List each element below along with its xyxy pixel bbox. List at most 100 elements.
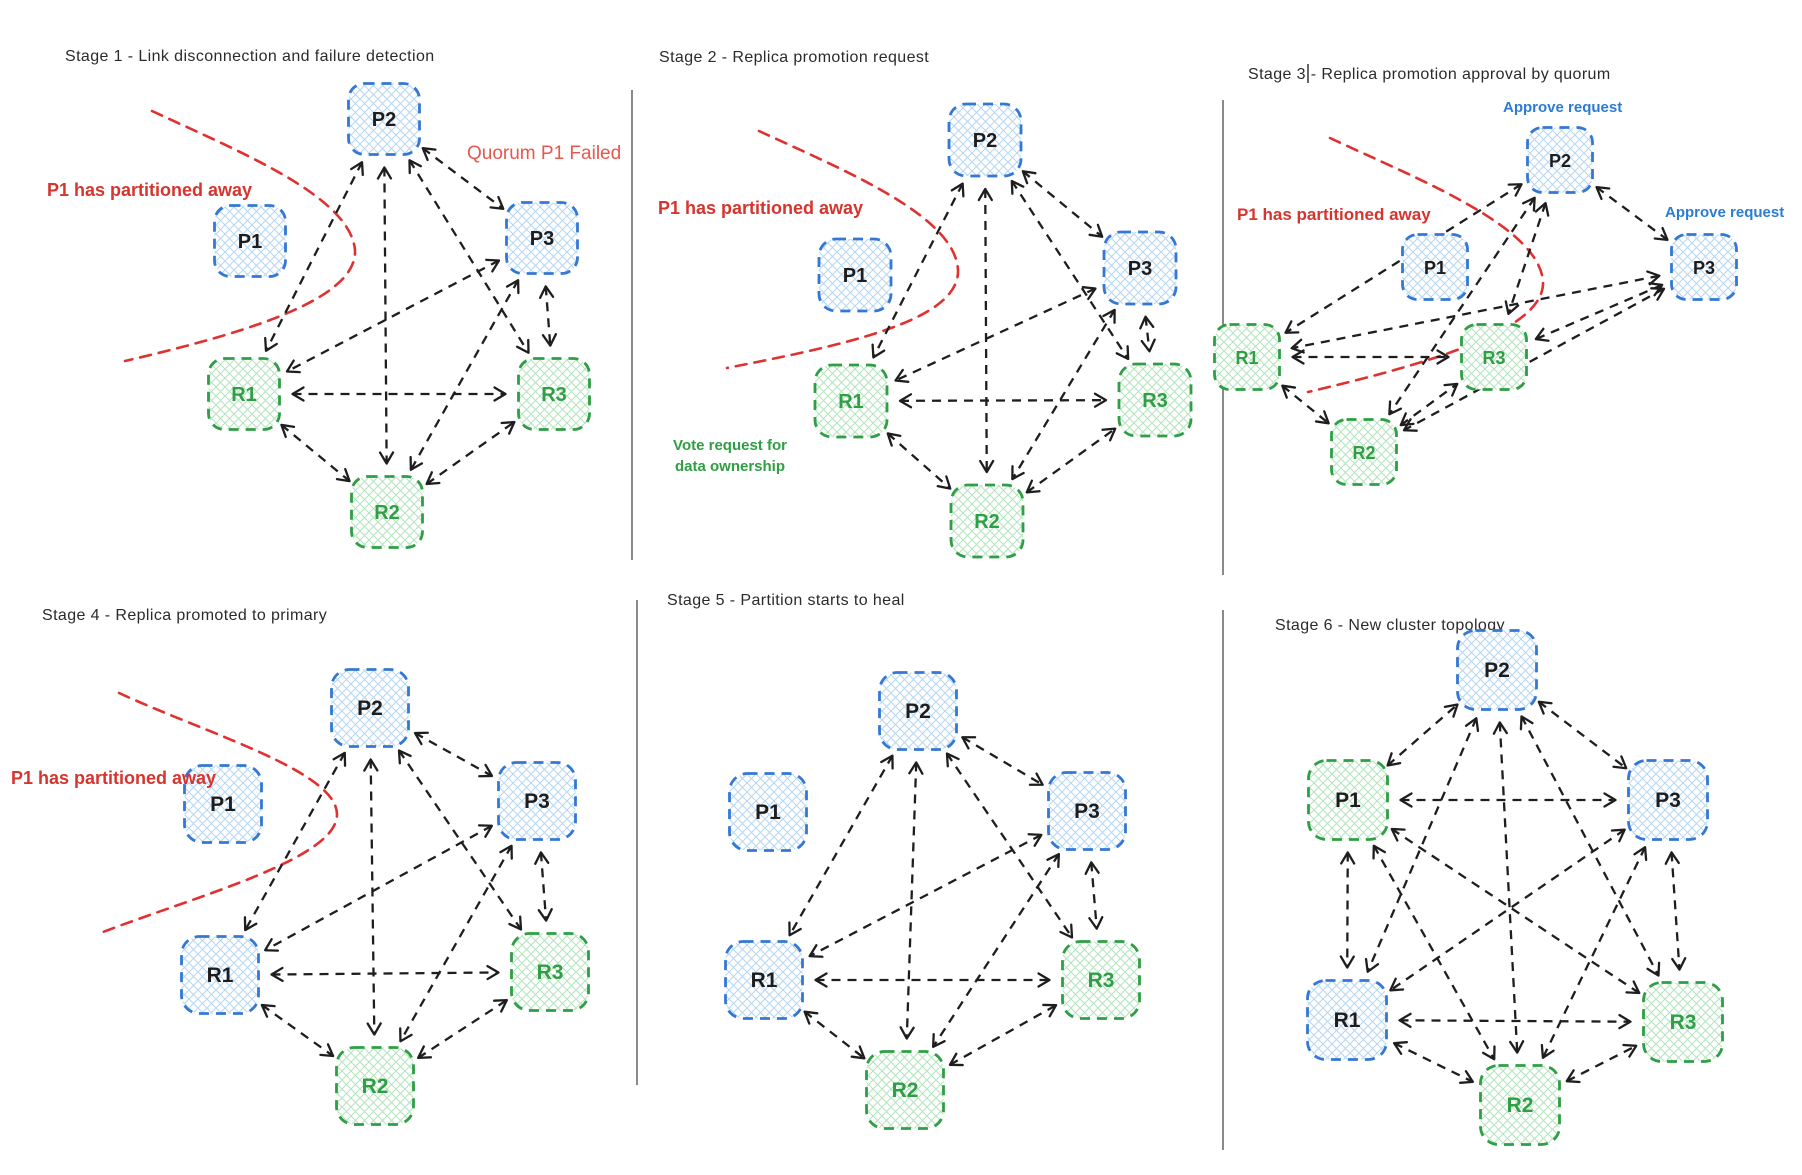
edge-R2-R3 xyxy=(1399,382,1459,427)
node-P1: P1 xyxy=(1307,759,1389,841)
panel-stage-1: Stage 1 - Link disconnection and failure… xyxy=(47,48,621,549)
edge-P2-P3 xyxy=(1595,185,1669,242)
node-P1: P1 xyxy=(183,764,263,844)
node-P2: P2 xyxy=(347,82,421,156)
edge-P2-R3 xyxy=(1504,201,1550,316)
node-box xyxy=(1213,323,1281,391)
node-label: P1 xyxy=(843,265,867,287)
node-label: R1 xyxy=(751,969,778,992)
node-label: P3 xyxy=(524,790,550,813)
node-label: R3 xyxy=(1142,390,1168,412)
edge-P2-P3 xyxy=(1537,700,1628,770)
edge-R1-R2 xyxy=(1392,1041,1475,1084)
node-R1: R1 xyxy=(180,935,260,1015)
node-box xyxy=(347,82,421,156)
stage-title: Stage 2 - Replica promotion request xyxy=(659,49,929,66)
node-P1: P1 xyxy=(1401,233,1469,301)
node-R3: R3 xyxy=(1642,981,1724,1063)
edge-R1-R2 xyxy=(1281,384,1330,425)
node-box xyxy=(183,764,263,844)
panel-stage-5: Stage 5 - Partition starts to healP1P2P3… xyxy=(667,592,1141,1130)
annotation-partition: P1 has partitioned away xyxy=(658,198,863,218)
edge-P3-R2 xyxy=(1402,287,1666,432)
node-label: R1 xyxy=(1334,1009,1361,1032)
node-label: P3 xyxy=(530,228,554,250)
edge-P2-R1 xyxy=(264,161,364,352)
edge-R2-R3 xyxy=(1025,427,1117,494)
node-box xyxy=(1117,362,1193,438)
edge-R1-R2 xyxy=(260,1003,335,1058)
node-box xyxy=(1061,940,1141,1020)
node-R1: R1 xyxy=(813,363,889,439)
node-R2: R2 xyxy=(350,475,424,549)
node-label: P1 xyxy=(755,801,781,824)
edge-P3-R1 xyxy=(894,286,1097,383)
edge-P3-R2 xyxy=(931,852,1061,1049)
edge-P2-R2 xyxy=(899,761,924,1040)
node-box xyxy=(1627,759,1709,841)
node-label: R2 xyxy=(974,511,1000,533)
node-R2: R2 xyxy=(1479,1064,1561,1146)
node-label: R3 xyxy=(1088,969,1115,992)
edge-P3-R3 xyxy=(538,285,558,347)
edge-P2-R1 xyxy=(871,182,965,359)
node-box xyxy=(724,940,804,1020)
node-box xyxy=(865,1050,945,1130)
node-P3: P3 xyxy=(1102,230,1178,306)
edge-P1-R2 xyxy=(1372,844,1496,1061)
edge-P2-R3 xyxy=(408,159,530,354)
node-box xyxy=(1401,233,1469,301)
edge-P3-R3 xyxy=(1084,861,1104,930)
stage-title: Stage 5 - Partition starts to heal xyxy=(667,592,905,609)
node-P3: P3 xyxy=(1670,233,1738,301)
node-R2: R2 xyxy=(1330,418,1398,486)
node-label: R2 xyxy=(1352,443,1375,463)
node-label: R2 xyxy=(362,1075,389,1098)
node-R3: R3 xyxy=(517,357,591,431)
edge-P2-R3 xyxy=(945,752,1074,939)
annotation-partition: P1 has partitioned away xyxy=(11,768,216,788)
node-R2: R2 xyxy=(865,1050,945,1130)
node-label: R3 xyxy=(1482,348,1505,368)
edge-R2-R3 xyxy=(425,420,516,486)
node-R1: R1 xyxy=(724,940,804,1020)
annotation-partition: P1 has partitioned away xyxy=(1237,205,1431,224)
node-label: R2 xyxy=(374,502,400,524)
edge-P3-R3 xyxy=(1664,851,1687,971)
annotation-quorum: Quorum P1 Failed xyxy=(467,143,621,164)
edge-R1-R3 xyxy=(270,964,500,983)
node-box xyxy=(180,935,260,1015)
node-P2: P2 xyxy=(947,102,1023,178)
node-label: R1 xyxy=(231,384,257,406)
node-box xyxy=(330,668,410,748)
node-P3: P3 xyxy=(1627,759,1709,841)
node-label: R1 xyxy=(838,391,864,413)
node-box xyxy=(817,237,893,313)
node-label: R3 xyxy=(541,384,567,406)
panel-stage-3: Stage 3 - Replica promotion approval by … xyxy=(1213,64,1784,486)
node-label: P1 xyxy=(1424,258,1446,278)
annotation-approve1: Approve request xyxy=(1503,99,1622,116)
node-label: P3 xyxy=(1693,258,1715,278)
edge-P2-R2 xyxy=(977,187,995,474)
edge-P3-R1 xyxy=(808,833,1043,958)
node-label: P3 xyxy=(1074,800,1100,823)
edge-P3-R1 xyxy=(1290,270,1661,354)
edge-P2-R2 xyxy=(376,166,395,465)
edge-P1-R1 xyxy=(1339,851,1356,969)
node-box xyxy=(878,671,958,751)
node-P1: P1 xyxy=(213,204,287,278)
node-box xyxy=(350,475,424,549)
node-R3: R3 xyxy=(1061,940,1141,1020)
node-box xyxy=(947,102,1023,178)
edge-P3-R2 xyxy=(399,844,513,1043)
edge-P2-R1 xyxy=(1364,717,1480,973)
stage-title: Stage 4 - Replica promoted to primary xyxy=(42,607,327,624)
node-box xyxy=(1479,1064,1561,1146)
node-P2: P2 xyxy=(330,668,410,748)
annotation-vote: data ownership xyxy=(675,458,785,475)
edge-P1-R3 xyxy=(1390,827,1641,995)
node-P1: P1 xyxy=(817,237,893,313)
node-box xyxy=(728,772,808,852)
